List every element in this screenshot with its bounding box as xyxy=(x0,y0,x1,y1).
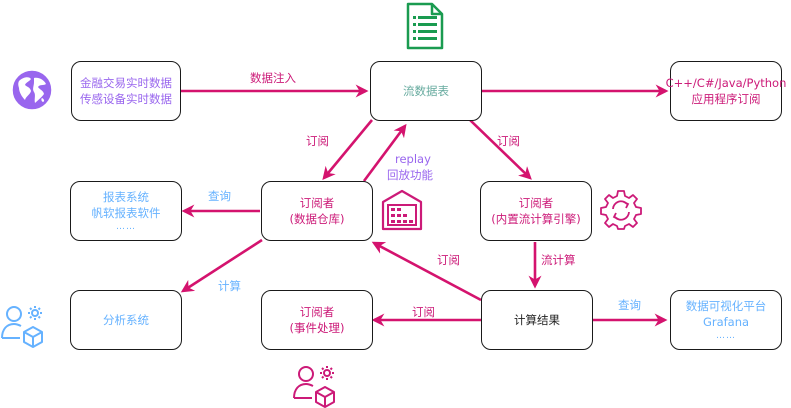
warehouse-line-2: (数据仓库) xyxy=(289,212,345,226)
gear-sync-icon xyxy=(600,190,642,230)
node-grafana[interactable]: 数据可视化平台 Grafana …… xyxy=(670,290,782,350)
app-line-1: C++/C#/Java/Python xyxy=(665,76,787,90)
label-stream-compute: 流计算 xyxy=(541,253,576,267)
engine-line-2: (内置流计算引擎) xyxy=(491,212,581,226)
node-app-subscribe[interactable]: C++/C#/Java/Python 应用程序订阅 xyxy=(666,61,786,121)
grafana-line-1: 数据可视化平台 xyxy=(685,299,767,313)
edge-stream-to-engine xyxy=(469,119,532,180)
report-line-1: 报表系统 xyxy=(103,190,149,204)
label-replay: replay xyxy=(395,152,431,166)
document-list-icon xyxy=(406,2,444,50)
node-warehouse-subscriber[interactable]: 订阅者 (数据仓库) xyxy=(261,181,373,241)
node-report-system[interactable]: 报表系统 帆软报表软件 …… xyxy=(70,181,182,241)
globe-icon xyxy=(11,69,53,111)
report-ellipsis: …… xyxy=(116,222,136,232)
warehouse-icon xyxy=(381,189,423,231)
label-subscribe-warehouse: 订阅 xyxy=(306,134,329,148)
node-engine-subscriber[interactable]: 订阅者 (内置流计算引擎) xyxy=(480,181,592,241)
source-line-1: 金融交易实时数据 xyxy=(80,76,172,90)
app-line-2: 应用程序订阅 xyxy=(691,92,761,106)
label-subscribe-engine: 订阅 xyxy=(497,134,520,148)
node-stream-table[interactable]: 流数据表 xyxy=(370,61,482,121)
event-line-2: (事件处理) xyxy=(289,321,345,335)
label-query-grafana: 查询 xyxy=(618,298,641,312)
user-settings-box-icon-pink xyxy=(293,366,335,408)
label-subscribe-result-event: 订阅 xyxy=(412,305,435,319)
node-data-source[interactable]: 金融交易实时数据 传感设备实时数据 xyxy=(71,61,181,121)
label-compute-analysis: 计算 xyxy=(218,279,241,293)
analysis-label: 分析系统 xyxy=(103,313,149,327)
label-replay-function: 回放功能 xyxy=(387,168,433,182)
edge-result-to-warehouse xyxy=(371,241,482,302)
edge-replay xyxy=(362,123,407,182)
event-line-1: 订阅者 xyxy=(299,305,335,319)
edge-stream-to-warehouse xyxy=(322,119,374,181)
report-line-2: 帆软报表软件 xyxy=(91,206,161,220)
grafana-line-2: Grafana xyxy=(702,315,750,329)
source-line-2: 传感设备实时数据 xyxy=(80,92,172,106)
label-query-report: 查询 xyxy=(208,189,231,203)
node-compute-result[interactable]: 计算结果 xyxy=(481,290,593,350)
node-event-subscriber[interactable]: 订阅者 (事件处理) xyxy=(261,290,373,350)
engine-line-1: 订阅者 xyxy=(518,196,554,210)
stream-table-label: 流数据表 xyxy=(403,84,449,98)
warehouse-line-1: 订阅者 xyxy=(299,196,335,210)
label-subscribe-result-warehouse: 订阅 xyxy=(437,253,460,267)
grafana-ellipsis: …… xyxy=(716,331,736,341)
user-settings-box-icon-blue xyxy=(1,306,43,348)
edge-warehouse-to-analysis xyxy=(180,238,263,293)
label-ingest: 数据注入 xyxy=(250,71,296,85)
result-label: 计算结果 xyxy=(514,313,560,327)
node-analysis-system[interactable]: 分析系统 xyxy=(70,290,182,350)
